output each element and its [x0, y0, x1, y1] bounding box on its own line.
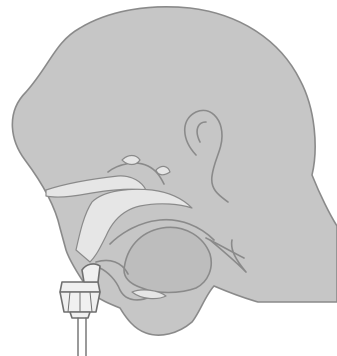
oxygen-tube — [78, 318, 86, 356]
connector-cap — [60, 282, 100, 292]
nasal-prong — [82, 264, 100, 282]
sinus-highlight-2 — [156, 166, 170, 174]
connector-neck — [70, 312, 90, 318]
